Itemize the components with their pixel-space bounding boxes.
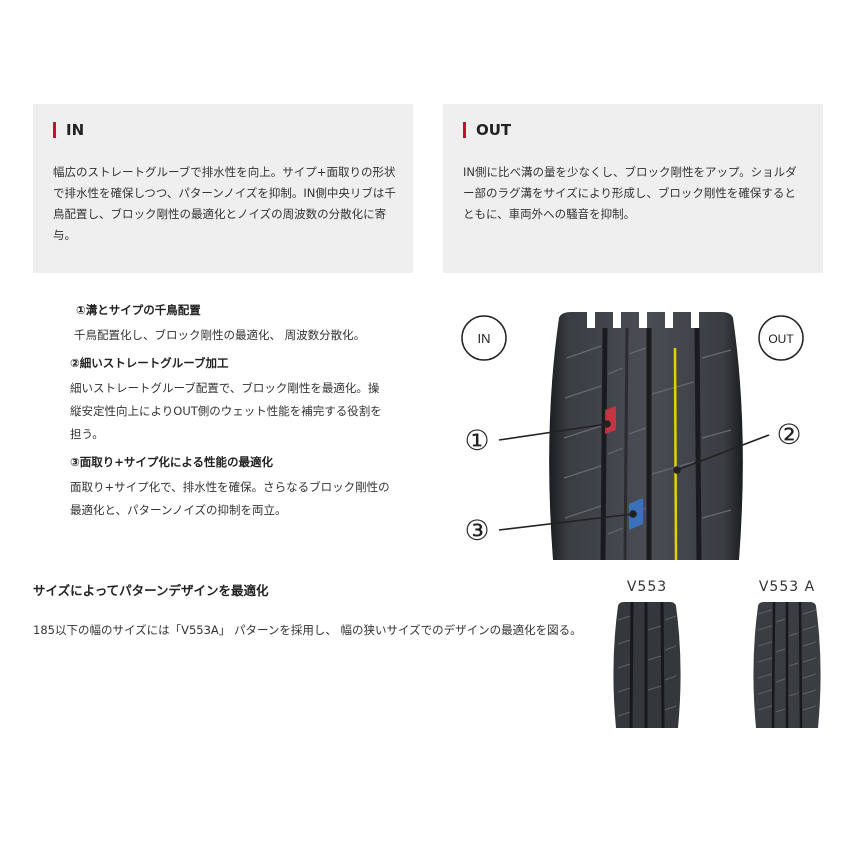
- thumbnail-v553: V553: [610, 574, 684, 732]
- feature-title-1: ①溝とサイプの千鳥配置: [76, 303, 201, 317]
- out-badge-label: OUT: [768, 332, 794, 346]
- out-badge: OUT: [758, 315, 804, 361]
- feature-list: ①溝とサイプの千鳥配置 千鳥配置化し、ブロック剛性の最適化、 周波数分散化。 ②…: [70, 300, 390, 528]
- thumbnail-v553-label: V553: [626, 579, 668, 595]
- out-panel: OUT IN側に比べ溝の量を少なくし、ブロック剛性をアップ。ショルダー部のラグ溝…: [443, 104, 823, 273]
- size-section-text: 185以下の幅のサイズには「V553A」 パターンを採用し、 幅の狭いサイズでの…: [33, 623, 582, 637]
- tire-image: [549, 312, 743, 561]
- in-panel: IN 幅広のストレートグルーブで排水性を向上。サイプ+面取りの形状で排水性を確保…: [33, 104, 413, 273]
- marker-1: ①: [464, 424, 489, 457]
- marker-2: ②: [776, 418, 801, 451]
- size-section-title: サイズによってパターンデザインを最適化: [33, 583, 269, 598]
- marker-3: ③: [464, 514, 489, 547]
- callout-lines: [498, 420, 770, 531]
- tire-thumbnail-image: [753, 601, 821, 729]
- feature-text-3: 面取り+サイプ化で、排水性を確保。さらなるブロック剛性の最適化と、パターンノイズ…: [70, 480, 390, 517]
- out-panel-text: IN側に比べ溝の量を少なくし、ブロック剛性をアップ。ショルダー部のラグ溝をサイズ…: [463, 165, 797, 221]
- tread-diagram: IN OUT ① ② ③: [461, 312, 804, 561]
- feature-title-3: ③面取り+サイプ化による性能の最適化: [70, 455, 274, 469]
- in-panel-text: 幅広のストレートグルーブで排水性を向上。サイプ+面取りの形状で排水性を確保しつつ…: [53, 165, 396, 242]
- in-badge: IN: [461, 315, 507, 361]
- in-panel-heading: IN: [53, 122, 84, 138]
- thumbnail-v553a: V553 A: [750, 574, 824, 732]
- in-badge-label: IN: [478, 331, 491, 346]
- thumbnail-v553a-label: V553 A: [758, 579, 816, 595]
- feature-text-2: 細いストレートグルーブ配置で、ブロック剛性を最適化。操縦安定性向上によりOUT側…: [70, 381, 382, 441]
- tire-thumbnail-image: [613, 601, 681, 729]
- feature-title-2: ②細いストレートグルーブ加工: [70, 356, 229, 370]
- out-panel-heading: OUT: [463, 122, 511, 138]
- feature-text-1: 千鳥配置化し、ブロック剛性の最適化、 周波数分散化。: [74, 328, 366, 342]
